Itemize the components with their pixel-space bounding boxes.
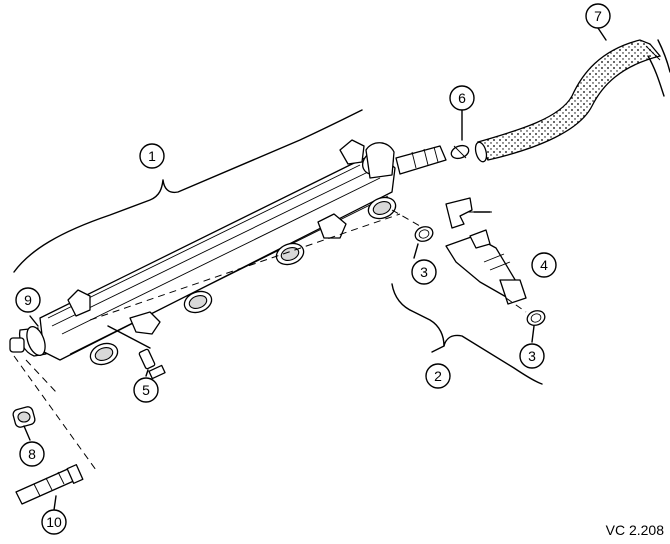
filter-item-8 [12, 406, 36, 428]
callout-5: 5 [133, 377, 159, 403]
callout-4: 4 [531, 252, 557, 278]
callout-8: 8 [19, 441, 45, 467]
svg-text:9: 9 [24, 292, 32, 308]
svg-text:1: 1 [148, 148, 156, 164]
svg-text:3: 3 [528, 348, 536, 364]
fuel-hose-item-7 [474, 39, 670, 163]
svg-text:5: 5 [142, 382, 150, 398]
svg-text:8: 8 [28, 446, 36, 462]
o-ring-upper [414, 226, 434, 242]
callout-3-lower: 3 [519, 343, 545, 369]
svg-text:2: 2 [434, 368, 442, 384]
svg-text:10: 10 [46, 514, 62, 530]
o-ring-lower [526, 310, 546, 326]
fuel-rail [9, 139, 447, 366]
svg-text:4: 4 [540, 257, 548, 273]
screw-item-10 [15, 464, 84, 505]
leader-lines [23, 27, 607, 511]
injector-item-4 [391, 197, 527, 313]
callout-3-upper: 3 [411, 259, 437, 285]
bolt-item-5 [107, 325, 166, 380]
svg-text:7: 7 [594, 8, 602, 24]
figure-reference-code: VC 2.208 [605, 522, 664, 538]
svg-text:6: 6 [458, 90, 466, 106]
callout-6: 6 [449, 85, 475, 111]
callout-10: 10 [41, 509, 67, 535]
svg-text:3: 3 [420, 264, 428, 280]
hose-clip-item-6 [450, 144, 470, 160]
callout-7: 7 [585, 3, 611, 29]
callout-1: 1 [139, 143, 165, 169]
callout-9: 9 [15, 287, 41, 313]
bracket-item-1 [13, 109, 363, 273]
dashed-guide [13, 355, 97, 471]
callout-2: 2 [425, 363, 451, 389]
